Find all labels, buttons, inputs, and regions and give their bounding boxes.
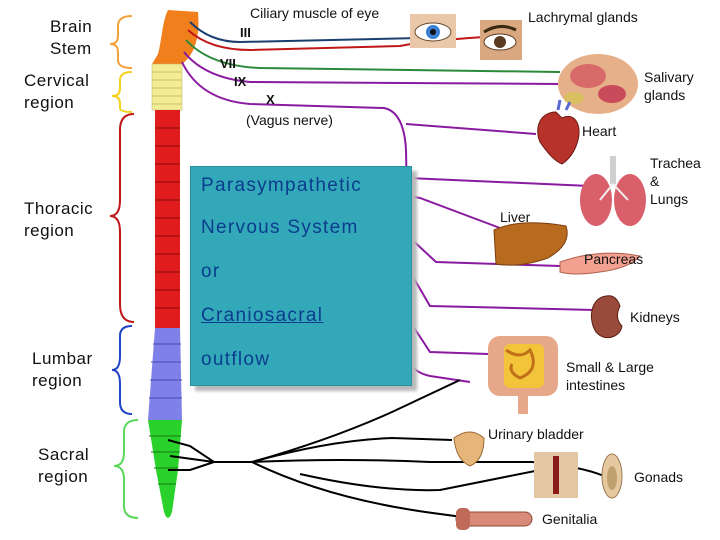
sacral-trunk-bladder xyxy=(251,379,461,463)
nerve-label-ix: IX xyxy=(234,74,247,89)
bracket-lumbar xyxy=(111,325,133,415)
sacral-trunk-genitalia-2 xyxy=(299,469,541,492)
lungs-icon xyxy=(580,156,646,226)
label-heart: Heart xyxy=(582,123,617,139)
kidney-icon xyxy=(590,295,623,339)
label-liver: Liver xyxy=(500,209,531,225)
label-genitalia: Genitalia xyxy=(542,511,598,527)
liver-icon xyxy=(493,222,568,266)
lachrymal-gland-icon xyxy=(480,20,522,60)
vagus-branch-kidneys xyxy=(408,269,595,311)
spinal-cord xyxy=(148,10,199,518)
label-gonads: Gonads xyxy=(634,469,684,485)
bladder-icon xyxy=(453,431,485,467)
vagus-branch-lungs xyxy=(407,177,591,187)
label-ciliary-muscle: Ciliary muscle of eye xyxy=(250,5,380,21)
sacral-trunk-genitalia xyxy=(251,461,471,519)
sacral-trunk-bladder-2 xyxy=(251,436,453,463)
pancreas-icon xyxy=(559,252,641,275)
intestines-icon xyxy=(488,336,558,414)
thoracic-segment xyxy=(155,110,180,328)
nerve-x-vagus xyxy=(181,61,471,383)
heart-icon xyxy=(537,99,580,165)
info-box: Parasympathetic Nervous System or Cranio… xyxy=(190,166,412,386)
sacral-segment xyxy=(148,420,182,518)
info-line-3: or xyxy=(201,261,221,282)
info-line-2: Nervous System xyxy=(201,217,359,238)
vagus-branch-heart xyxy=(405,123,537,135)
salivary-glands-icon xyxy=(558,54,638,114)
brain-stem-segment xyxy=(152,10,199,64)
bracket-sacral xyxy=(113,419,139,519)
sacral-nerve-2 xyxy=(169,455,215,463)
info-line-1: Parasympathetic xyxy=(201,175,363,196)
vagus-nerve-label: (Vagus nerve) xyxy=(246,112,333,128)
gonads-icon xyxy=(601,453,623,499)
label-lachrymal-glands: Lachrymal glands xyxy=(528,9,638,25)
genitalia-icon xyxy=(455,508,533,530)
nerve-ix xyxy=(185,39,561,73)
bracket-cervical xyxy=(111,71,133,113)
cervical-segment xyxy=(151,63,183,111)
bracket-brain-stem xyxy=(109,15,133,69)
nerve-label-x: X xyxy=(266,92,275,107)
nerve-x-salivary xyxy=(183,51,561,85)
label-trachea-lungs: Trachea&Lungs xyxy=(650,155,701,207)
vagus-branch-intestines xyxy=(408,319,489,355)
bracket-thoracic xyxy=(109,113,135,323)
label-urinary-bladder: Urinary bladder xyxy=(488,426,584,442)
uterus-icon xyxy=(534,452,578,498)
vagus-branch-liver xyxy=(407,195,501,229)
info-line-4: Craniosacral xyxy=(201,305,324,326)
lumbar-segment xyxy=(148,328,182,420)
nerve-label-vii: VII xyxy=(220,56,236,71)
info-line-5: outflow xyxy=(201,349,271,370)
nerve-label-iii: III xyxy=(240,25,251,40)
label-pancreas: Pancreas xyxy=(584,251,644,267)
sacral-trunk-gonads xyxy=(251,459,605,477)
nerve-iii xyxy=(189,21,441,44)
eye-icon xyxy=(410,14,456,48)
sacral-nerve-1 xyxy=(167,439,252,463)
nerve-vii xyxy=(187,29,501,52)
sacral-nerve-3 xyxy=(168,461,215,471)
label-kidneys: Kidneys xyxy=(630,309,680,325)
